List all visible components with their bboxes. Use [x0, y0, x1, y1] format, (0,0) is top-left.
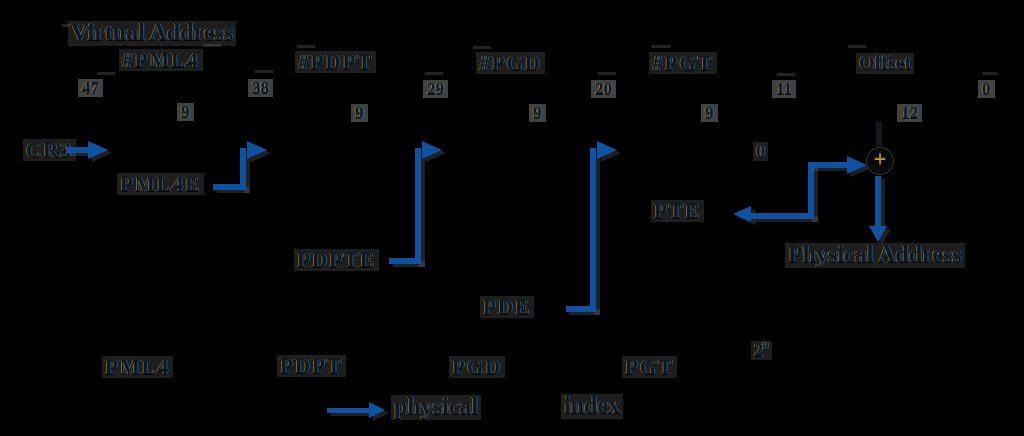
pdpte-entry-label: PDPTE [294, 249, 379, 271]
physical-address-label: Physical Address [785, 242, 965, 269]
ruler-tick [473, 46, 491, 49]
ruler-tick [203, 44, 221, 47]
va-field-label-pgt: #PGT [649, 52, 717, 74]
pml4e-arrow-shaft [213, 184, 245, 190]
ruler-tick [62, 24, 70, 27]
table-name-pgd: PGD [449, 356, 506, 378]
bit-index-11: 11 [772, 80, 797, 98]
cr3-arrow-head-icon [88, 141, 108, 159]
table-name-pgt: PGT [622, 356, 678, 378]
pml4e-entry-label: PML4E [117, 173, 205, 195]
ruler-tick [255, 70, 273, 73]
pte-entry-label: PTE [651, 200, 704, 222]
pdpte-arrow-shaft [415, 148, 421, 264]
bit-index-38: 38 [248, 79, 273, 97]
table-name-pdpt: PDPT [277, 355, 346, 377]
offset-feed-line [876, 122, 882, 148]
ruler-tick [848, 45, 866, 48]
pdpte-arrow-head-icon [422, 141, 442, 159]
ruler-tick [297, 45, 315, 48]
table-size-base: 2 [754, 340, 763, 360]
zero-suffix-label: 0 [753, 142, 768, 161]
legend-physical-label: physical [391, 394, 482, 421]
diagram-title: Virtual Address [68, 20, 237, 47]
pde-arrow-shaft [566, 306, 596, 312]
pdpte-arrow-shaft [389, 258, 421, 264]
pde-arrow-head-icon [597, 141, 617, 159]
cr3-register-label: CR3 [23, 139, 76, 161]
va-field-label-offset: Offset [856, 53, 915, 74]
legend-arrow-shaft [327, 408, 371, 413]
pte-arrow-shaft [750, 213, 814, 219]
pde-entry-label: PDE [480, 296, 534, 318]
adder-input-shaft [808, 162, 850, 168]
va-field-label-pdpt: #PDPT [295, 51, 377, 73]
physical-address-arrow-shaft [875, 176, 881, 228]
bit-index-47: 47 [78, 79, 103, 97]
field-width-9: 9 [701, 104, 718, 122]
adder-plus-icon: + [866, 147, 894, 175]
field-width-9: 9 [177, 103, 194, 121]
pte-arrow-shaft [808, 162, 814, 219]
ruler-tick [598, 72, 616, 75]
cr3-arrow-shaft [66, 147, 90, 153]
table-size-exponent: 9 [763, 340, 769, 352]
pte-arrow-head-icon [733, 206, 751, 222]
table-size-label: 29 [751, 340, 772, 360]
physical-address-arrow-head-icon [869, 226, 887, 242]
ruler-tick [425, 72, 443, 75]
legend-index-label: index [561, 393, 624, 420]
legend-arrow-head-icon [369, 402, 385, 418]
ruler-tick [652, 45, 670, 48]
ruler-tick [777, 73, 795, 76]
bit-index-20: 20 [591, 80, 616, 98]
field-width-12: 12 [897, 104, 922, 122]
ruler-tick [97, 72, 115, 75]
va-field-label-pml4: #PML4 [119, 49, 203, 71]
field-width-9: 9 [351, 104, 368, 122]
table-name-pml4: PML4 [102, 356, 174, 378]
pde-arrow-shaft [590, 148, 596, 312]
ruler-tick [983, 72, 997, 75]
pml4e-arrow-shaft [240, 148, 246, 190]
adder-input-head-icon [847, 156, 867, 174]
bit-index-29: 29 [423, 80, 448, 98]
pml4e-arrow-head-icon [247, 141, 267, 159]
field-width-9: 9 [529, 104, 546, 122]
va-field-label-pgd: #PGD [476, 52, 545, 74]
bit-index-0: 0 [978, 80, 995, 98]
